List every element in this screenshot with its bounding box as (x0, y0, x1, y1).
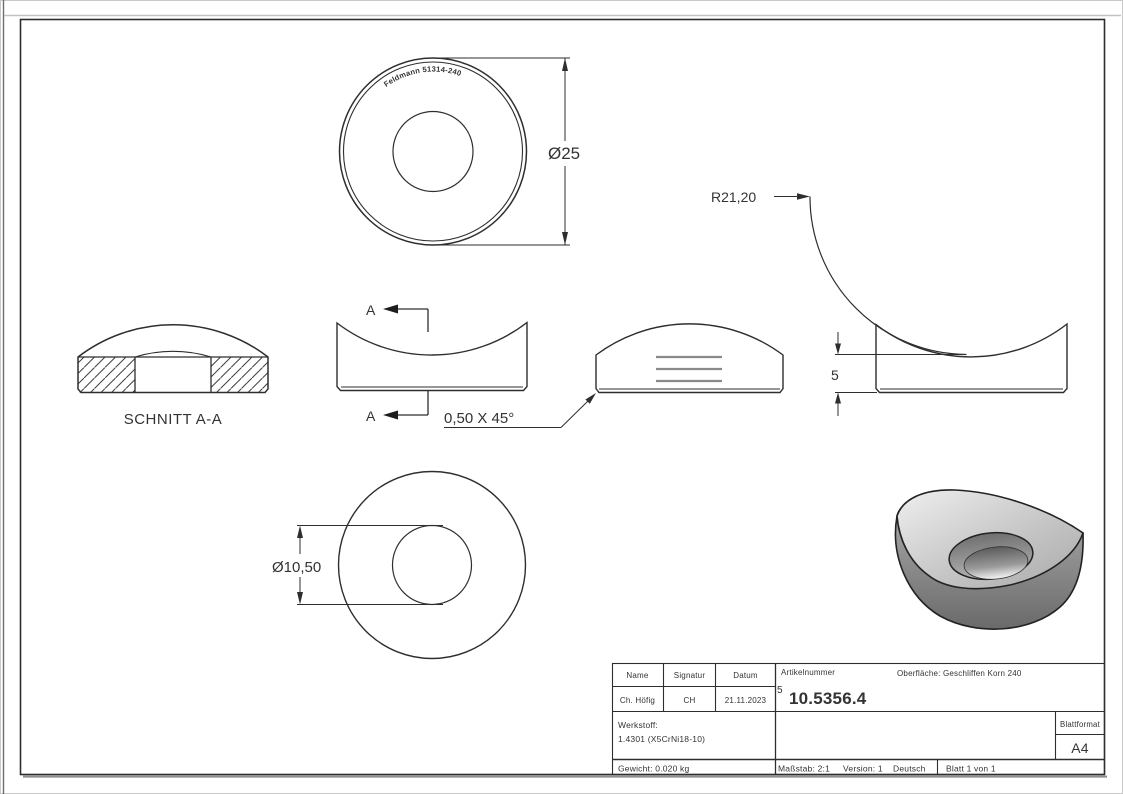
section-line-bottom (383, 391, 429, 420)
version-text: Version: 1 (843, 764, 883, 774)
hole-back-curve (134, 350, 212, 358)
arrowhead-down (835, 343, 841, 355)
saddle-outline (875, 322, 1068, 394)
outer-circle (338, 57, 528, 246)
header-datum: Datum (733, 671, 758, 680)
diameter-25-dimension (436, 57, 570, 246)
hatch-right (211, 357, 268, 393)
chamfer-label: 0,50 X 45° (444, 410, 514, 427)
radius-label: R21,20 (711, 189, 756, 205)
title-block: Name Signatur Datum Ch. Höfig CH 21.11.2… (611, 662, 1106, 776)
section-cut-view: A A (336, 302, 528, 424)
arrowhead-up (835, 392, 841, 404)
blatt-text: Blatt 1 von 1 (946, 764, 996, 774)
outer-circle (337, 470, 527, 660)
massstab-text: Maßstab: 2:1 (778, 764, 830, 774)
value-signatur: CH (684, 696, 696, 705)
thickness-label: 5 (831, 367, 839, 383)
right-side-view: 5 (831, 322, 1068, 416)
dome-view: 0,50 X 45° (444, 323, 784, 428)
header-signatur: Signatur (674, 671, 706, 680)
hole-circle (391, 524, 473, 606)
schnitt-a-a-view: SCHNITT A-A (77, 323, 269, 428)
radius-arc (809, 196, 967, 356)
stamp-text-curved: Feldmann 51314-240 (382, 65, 463, 89)
artikelnummer-value: 10.5356.4 (789, 689, 867, 708)
sprache-text: Deutsch (893, 764, 926, 774)
radius-callout: R21,20 (711, 189, 967, 356)
top-view: Feldmann 51314-240 Ø25 (338, 57, 580, 246)
stamp-text: Feldmann 51314-240 (382, 65, 462, 89)
section-title: SCHNITT A-A (124, 411, 223, 428)
arrowhead-down (562, 232, 568, 245)
value-name: Ch. Höfig (620, 696, 655, 705)
section-arrow-left (383, 304, 398, 314)
section-marker-top: A (366, 302, 376, 318)
hole-diameter-label: Ø10,50 (272, 559, 321, 576)
werkstoff-value: 1.4301 (X5CrNi18-10) (618, 734, 705, 744)
section-arrow-left (383, 410, 398, 420)
blattformat-label: Blattformat (1060, 720, 1101, 729)
arrowhead-leader (585, 393, 596, 404)
artikelnummer-label: Artikelnummer (781, 668, 835, 677)
artikelnummer-prefix: 5 (777, 685, 783, 696)
title-block-border (611, 662, 1106, 776)
blattformat-value: A4 (1071, 740, 1089, 756)
isometric-3d-view (894, 489, 1084, 630)
hole-circle (392, 110, 474, 193)
arrowhead-up (562, 58, 568, 71)
hole-bore (963, 546, 1029, 580)
diameter-25-label: Ø25 (548, 144, 580, 163)
outer-circle-inner-edge (342, 61, 524, 242)
section-line-top (383, 304, 429, 332)
value-datum: 21.11.2023 (725, 696, 767, 705)
arrowhead-down (297, 592, 303, 605)
hole-diameter-dimension (297, 525, 443, 605)
thickness-dimension (835, 332, 966, 416)
oberflaeche-text: Oberfläche: Geschliffen Korn 240 (897, 669, 1022, 678)
chamfer-leader (444, 393, 596, 428)
gewicht-text: Gewicht: 0.020 kg (618, 764, 690, 774)
arrowhead-right (797, 193, 810, 200)
section-marker-bottom: A (366, 408, 376, 424)
header-name: Name (626, 671, 648, 680)
hatch-left (78, 357, 135, 393)
drawing-frame (19, 18, 1106, 776)
werkstoff-label: Werkstoff: (618, 720, 658, 730)
saddle-outline (336, 321, 528, 392)
etching-lines (656, 355, 722, 383)
bottom-view: Ø10,50 (272, 470, 527, 660)
dome-outline (595, 323, 784, 394)
arrowhead-up (297, 525, 303, 538)
